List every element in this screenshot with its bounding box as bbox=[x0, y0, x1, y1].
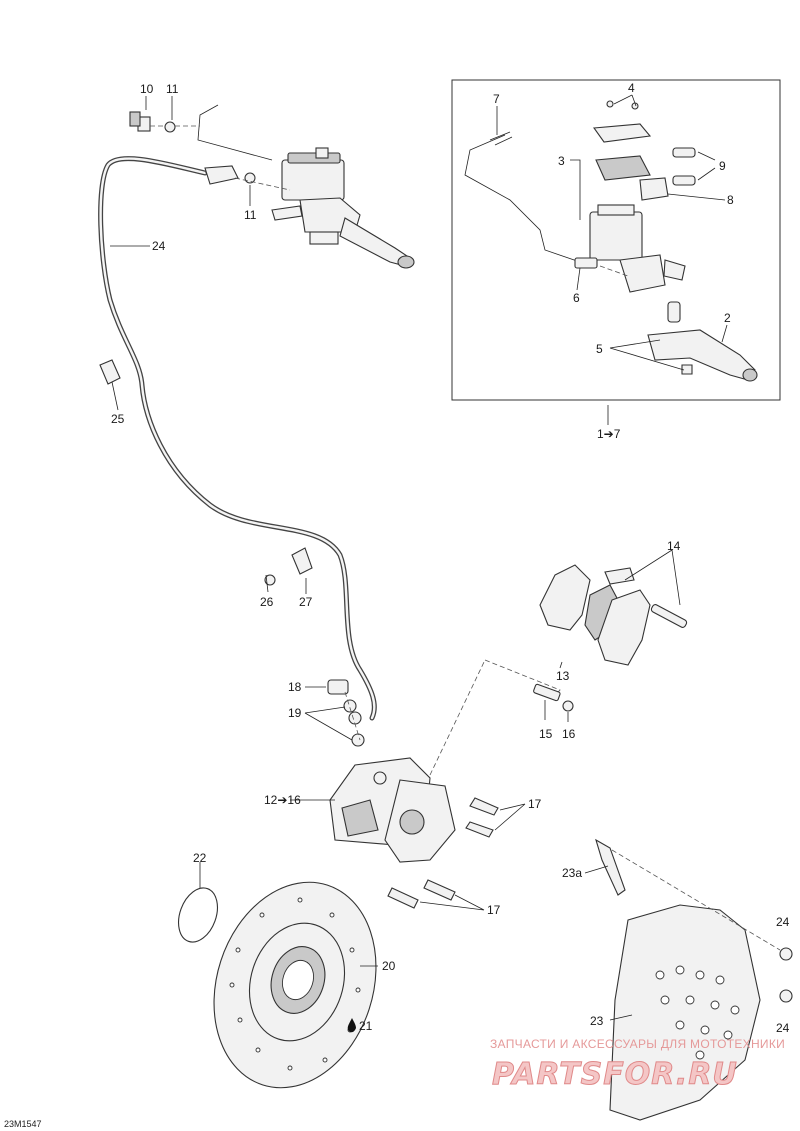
brake-caliper bbox=[329, 659, 499, 909]
brake-disc bbox=[213, 881, 377, 1089]
callout-10: 10 bbox=[140, 82, 154, 96]
callout-21: 21 bbox=[359, 1019, 373, 1033]
callout-15: 15 bbox=[539, 727, 553, 741]
watermark-tagline: ЗАПЧАСТИ И АКСЕССУАРЫ ДЛЯ МОТОТЕХНИКИ bbox=[490, 1037, 785, 1051]
callout-23: 23 bbox=[590, 1014, 604, 1028]
bleeder-screw bbox=[533, 683, 574, 712]
callout-3: 3 bbox=[558, 154, 565, 168]
callout-4: 4 bbox=[628, 81, 635, 95]
callout-17: 17 bbox=[528, 797, 542, 811]
oil-drop-icon bbox=[347, 1018, 356, 1033]
callout-11: 11 bbox=[244, 208, 257, 222]
callout-14: 14 bbox=[667, 539, 681, 553]
banjo-bolt-lower bbox=[327, 679, 365, 747]
callouts: 10 11 11 24 25 7 4 3 9 8 6 2 5 1➔7 14 13… bbox=[111, 81, 790, 1035]
inset-master-cylinder bbox=[464, 100, 758, 382]
master-cylinder-assembly bbox=[129, 104, 415, 269]
callout-24: 24 bbox=[776, 1021, 790, 1035]
hose-bracket bbox=[264, 547, 313, 586]
callout-17: 17 bbox=[487, 903, 501, 917]
brake-pads bbox=[484, 564, 688, 701]
callout-26: 26 bbox=[260, 595, 274, 609]
watermark-brand: PARTSFOR.RU bbox=[492, 1057, 738, 1092]
o-ring-22 bbox=[178, 887, 218, 943]
callout-23a: 23a bbox=[562, 866, 582, 880]
callout-13: 13 bbox=[556, 669, 570, 683]
callout-9: 9 bbox=[719, 159, 726, 173]
callout-18: 18 bbox=[288, 680, 302, 694]
diagram-code: 23M1547 bbox=[4, 1119, 42, 1129]
callout-24: 24 bbox=[776, 915, 790, 929]
callout-8: 8 bbox=[727, 193, 734, 207]
callout-20: 20 bbox=[382, 959, 396, 973]
callout-11: 11 bbox=[166, 82, 179, 96]
callout-7: 7 bbox=[493, 92, 500, 106]
inset-frame bbox=[451, 79, 781, 401]
callout-25: 25 bbox=[111, 412, 125, 426]
callout-12-16: 12➔16 bbox=[264, 793, 301, 807]
callout-16: 16 bbox=[562, 727, 576, 741]
callout-24: 24 bbox=[152, 239, 166, 253]
callout-5: 5 bbox=[596, 342, 603, 356]
disc-guard bbox=[595, 838, 793, 1121]
watermark: ЗАПЧАСТИ И АКСЕССУАРЫ ДЛЯ МОТОТЕХНИКИ PA… bbox=[490, 1037, 785, 1093]
callout-22: 22 bbox=[193, 851, 207, 865]
leader-lines bbox=[110, 94, 728, 1021]
callout-2: 2 bbox=[724, 311, 731, 325]
hose-clip-25 bbox=[99, 359, 121, 385]
callout-27: 27 bbox=[299, 595, 313, 609]
callout-6: 6 bbox=[573, 291, 580, 305]
callout-19: 19 bbox=[288, 706, 302, 720]
callout-1-7: 1➔7 bbox=[597, 427, 621, 441]
